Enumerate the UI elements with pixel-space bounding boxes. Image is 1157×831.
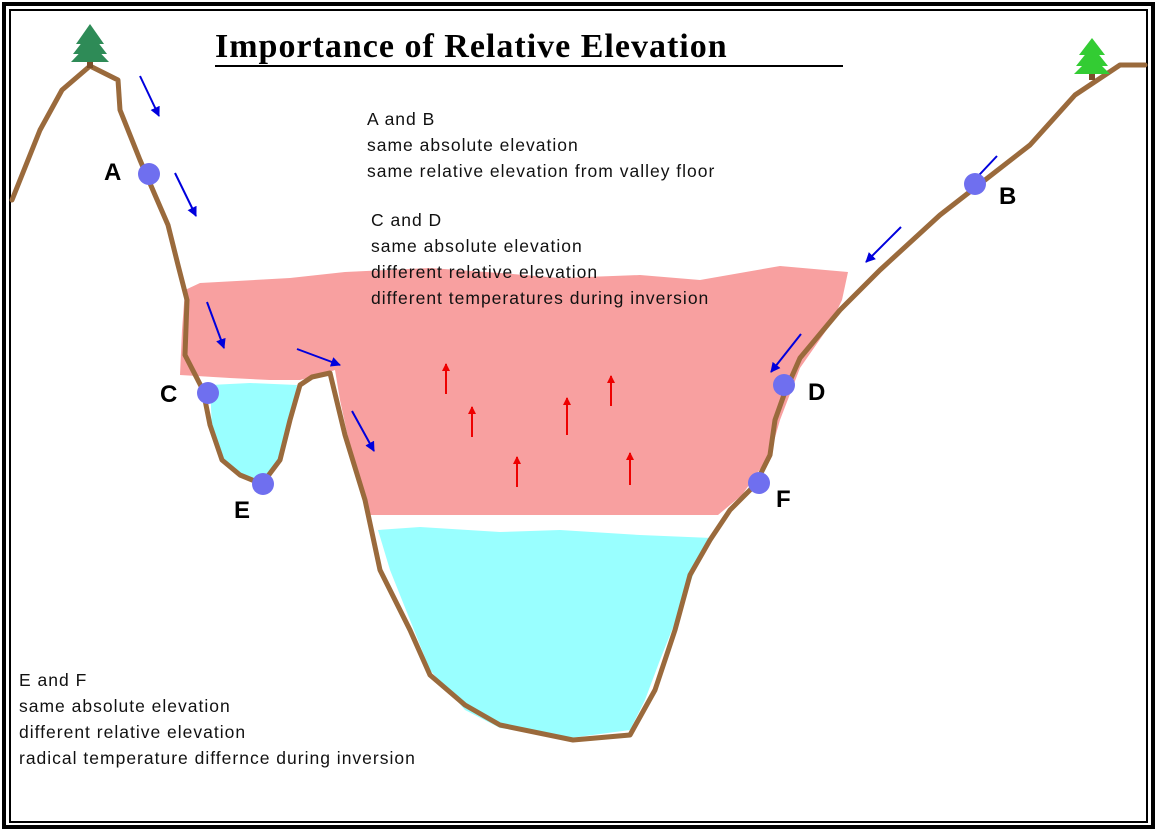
note-ef-line1: same absolute elevation [19, 696, 231, 716]
point-c-label: C [160, 381, 177, 408]
note-cd-line1: same absolute elevation [371, 236, 583, 256]
diagram-title: Importance of Relative Elevation [215, 28, 728, 65]
point-d-label: D [808, 379, 825, 406]
point-e-marker [252, 473, 274, 495]
note-ab-line1: same absolute elevation [367, 135, 579, 155]
note-ef-line3: radical temperature differnce during inv… [19, 748, 416, 768]
point-b-label: B [999, 183, 1016, 210]
point-c-marker [197, 382, 219, 404]
note-cd-line3: different temperatures during inversion [371, 288, 709, 308]
note-cd-line2: different relative elevation [371, 262, 598, 282]
point-b-marker [964, 173, 986, 195]
note-cd-heading: C and D [371, 210, 442, 230]
point-f-label: F [776, 486, 791, 513]
point-f-marker [748, 472, 770, 494]
note-ef-line2: different relative elevation [19, 722, 246, 742]
point-a-marker [138, 163, 160, 185]
point-d-marker [773, 374, 795, 396]
note-ab-heading: A and B [367, 109, 435, 129]
point-e-label: E [234, 497, 250, 524]
note-ef-heading: E and F [19, 670, 87, 690]
point-a-label: A [104, 159, 121, 186]
note-ab-line2: same relative elevation from valley floo… [367, 161, 715, 181]
